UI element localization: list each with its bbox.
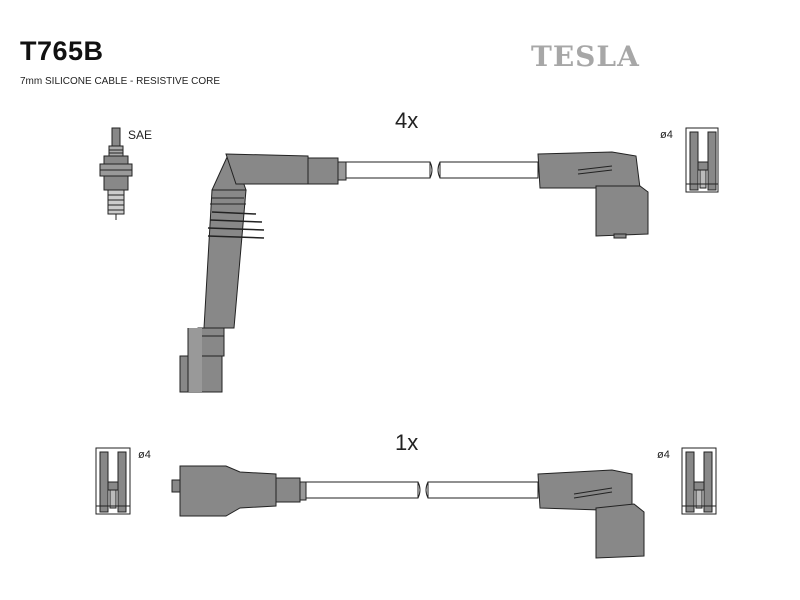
lower-cable-quantity: 1x [395, 430, 419, 455]
upper-right-terminal-label: ø4 [660, 129, 673, 141]
spark-plug-label: SAE [128, 128, 153, 142]
lower-angled-boot [537, 469, 645, 559]
lower-right-terminal-icon [681, 447, 717, 515]
lower-cable [305, 481, 539, 499]
lower-left-terminal-icon [95, 447, 131, 515]
lower-left-terminal-label: ø4 [138, 449, 151, 461]
upper-angled-boot [537, 151, 649, 239]
lower-straight-boot [171, 465, 307, 517]
upper-cable-quantity: 4x [395, 108, 419, 133]
part-number: T765B [20, 36, 104, 66]
upper-plug-boot [179, 154, 265, 393]
lower-right-terminal-label: ø4 [657, 449, 670, 461]
cable-description: 7mm SILICONE CABLE - RESISTIVE CORE [20, 76, 221, 87]
upper-cable [345, 161, 539, 179]
brand-logo: TESLA [531, 40, 640, 73]
upper-right-terminal-icon [685, 127, 719, 193]
spark-plug-icon [99, 127, 133, 220]
